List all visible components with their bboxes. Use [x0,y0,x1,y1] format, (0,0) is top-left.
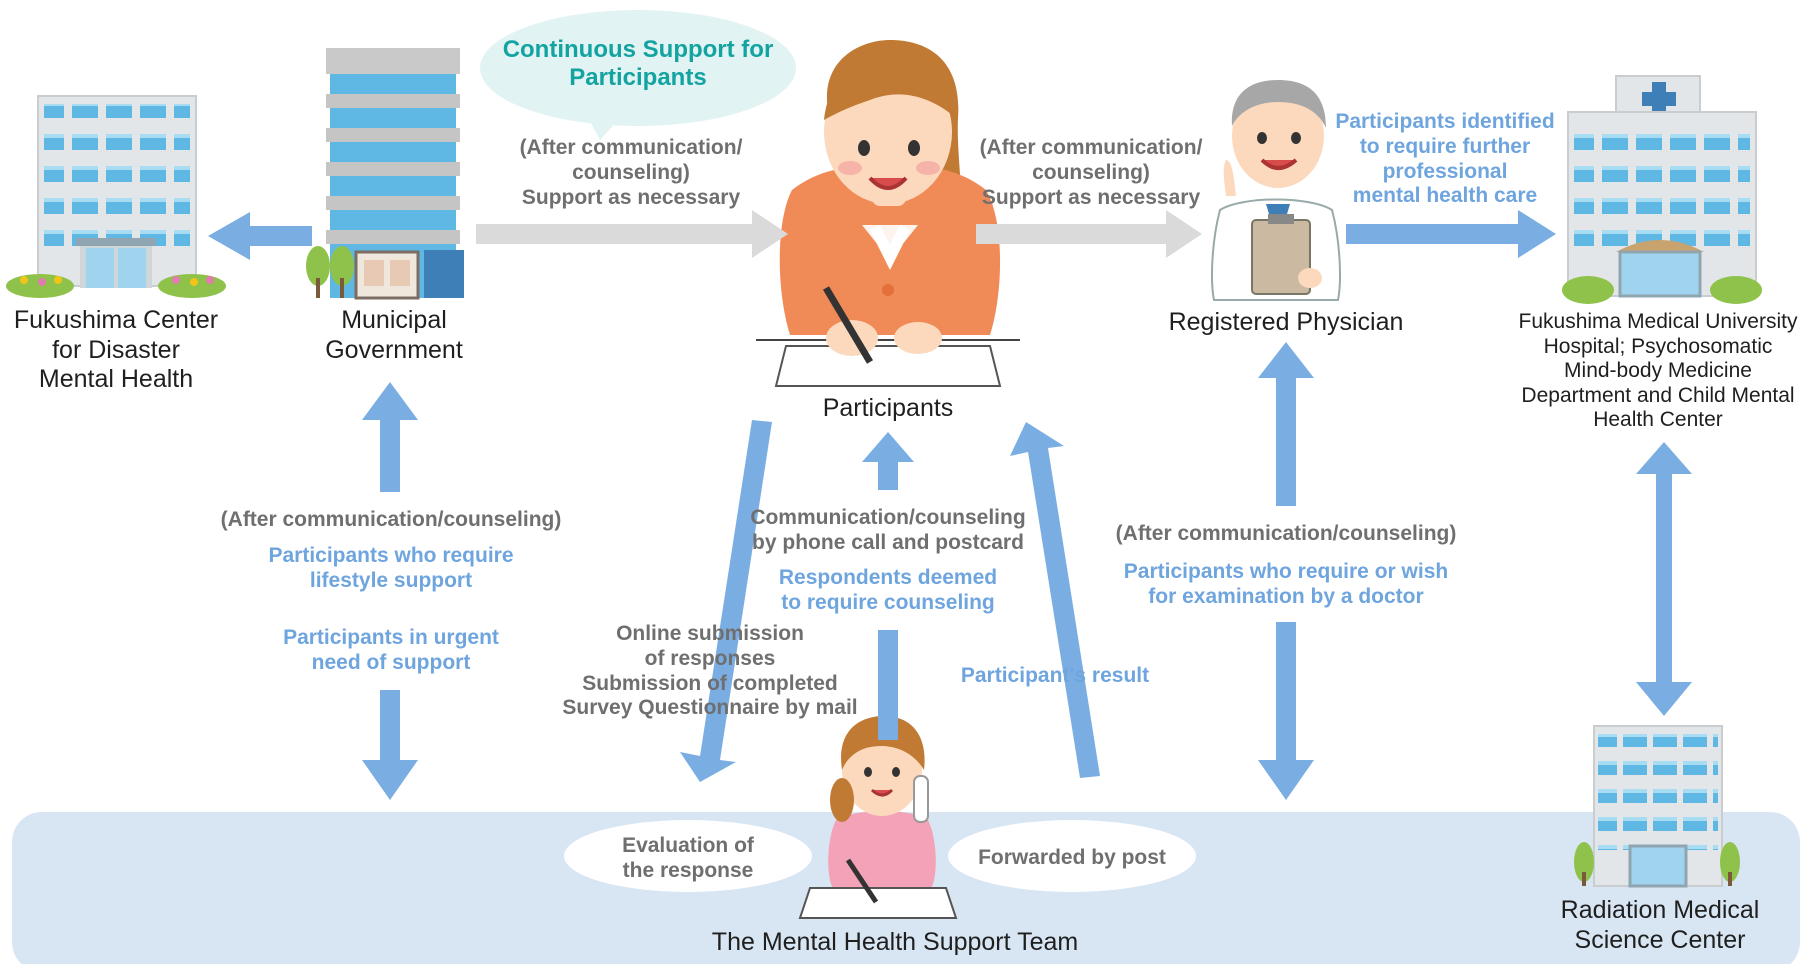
lifestyle-line-2: lifestyle support [309,568,473,592]
respondents-line-2: to require counseling [781,590,995,614]
respondents-line-1: Respondents deemed [778,566,998,589]
node-radiation-center: Radiation Medical Science Center [1530,896,1790,955]
label-support-left: (After communication/ counseling) Suppor… [496,136,766,210]
evaluation-line-2: the response [622,858,754,882]
arrow-support-right [976,210,1202,258]
hospital-line-2: Hospital; Psychosomatic [1543,334,1773,358]
arrow-to-hospital [1346,210,1556,258]
fukushima-center-line-2: for Disaster [52,335,180,364]
arrow-participant-result [1010,422,1100,778]
fukushima-center-line-3: Mental Health [38,365,194,393]
label-online: Online submission of responses Submissio… [552,622,868,721]
speech-bubble [480,10,796,140]
arrow-respondents-stem [878,630,898,740]
hospital-line-4: Department and Child Mental [1521,383,1795,407]
professional-line-3: professional [1382,159,1508,183]
label-right-after: (After communication/counseling) [1115,522,1457,545]
support-left-line-3: Support as necessary [521,185,741,209]
label-evaluation: Evaluation of the response [588,834,788,884]
exam-line-2: for examination by a doctor [1148,584,1424,608]
professional-line-4: mental health care [1352,184,1538,208]
woman-writing-icon [756,40,1020,387]
evaluation-line-1: Evaluation of [622,834,754,857]
support-left-line-1: (After communication/ [519,136,743,159]
arrow-comm-up [862,432,914,490]
professional-line-2: to require further [1359,134,1531,158]
evaluation-oval [564,820,812,892]
callout-text: Continuous Support for Participants [476,36,800,93]
hospital-line-3: Mind-body Medicine [1564,359,1752,383]
node-physician: Registered Physician [1168,308,1404,336]
radiation-center-building-icon [1574,725,1740,888]
professional-line-1: Participants identified [1335,110,1555,133]
arrow-municipal-up [362,382,418,492]
arrow-online-submission [680,420,772,782]
exam-line-1: Participants who require or wish [1123,560,1449,583]
arrow-support-left [476,210,788,258]
online-line-2: of responses [644,646,776,670]
label-forwarded: Forwarded by post [978,846,1166,869]
label-lifestyle: Participants who require lifestyle suppo… [236,544,546,594]
woman-on-phone-icon [798,716,958,919]
label-result: Participant's result [960,664,1150,687]
comm-phone-line-2: by phone call and postcard [752,530,1024,554]
municipal-building-icon [306,48,464,300]
online-line-1: Online submission [616,622,804,645]
node-municipal: Municipal Government [296,306,492,365]
hospital-icon [1562,75,1762,304]
label-exam: Participants who require or wish for exa… [1106,560,1466,610]
fukushima-center-line-1: Fukushima Center [13,306,219,334]
municipal-line-1: Municipal [341,306,447,334]
online-line-3: Submission of completed [582,671,838,695]
node-fukushima-center: Fukushima Center for Disaster Mental Hea… [0,306,232,395]
arrow-physician-up [1258,342,1314,506]
doctor-icon [1211,80,1341,301]
arrow-municipal-down [362,690,418,800]
label-left-after: (After communication/counseling) [220,508,562,531]
comm-phone-line-1: Communication/counseling [750,506,1026,529]
online-line-4: Survey Questionnaire by mail [562,696,858,720]
radiation-line-2: Science Center [1574,925,1746,954]
support-left-line-2: counseling) [572,160,690,184]
callout-line-2: Participants [569,64,707,92]
cross-icon [1642,82,1676,116]
arrow-to-fukushima-center [208,212,312,260]
node-support-team: The Mental Health Support Team [711,928,1079,956]
office-building-icon [6,95,226,298]
label-urgent: Participants in urgent need of support [236,626,546,676]
callout-line-1: Continuous Support for [502,36,774,63]
forwarded-oval [948,820,1196,892]
hospital-line-1: Fukushima Medical University [1518,310,1798,333]
arrow-hospital-radiation [1636,442,1692,716]
radiation-line-1: Radiation Medical [1560,896,1760,924]
municipal-line-2: Government [325,335,463,364]
hospital-line-5: Health Center [1593,408,1723,432]
arrow-physician-down [1258,622,1314,800]
support-right-line-3: Support as necessary [981,185,1201,209]
label-support-right: (After communication/ counseling) Suppor… [956,136,1226,210]
node-participants: Participants [822,394,954,422]
label-comm-phone: Communication/counseling by phone call a… [730,506,1046,556]
label-respondents: Respondents deemed to require counseling [736,566,1040,616]
node-university-hospital: Fukushima Medical University Hospital; P… [1504,310,1812,433]
urgent-line-2: need of support [311,650,471,674]
lifestyle-line-1: Participants who require [268,544,514,567]
support-right-line-2: counseling) [1032,160,1150,184]
urgent-line-1: Participants in urgent [283,626,499,649]
label-professional-care: Participants identified to require furth… [1320,110,1570,209]
support-right-line-1: (After communication/ [979,136,1203,159]
